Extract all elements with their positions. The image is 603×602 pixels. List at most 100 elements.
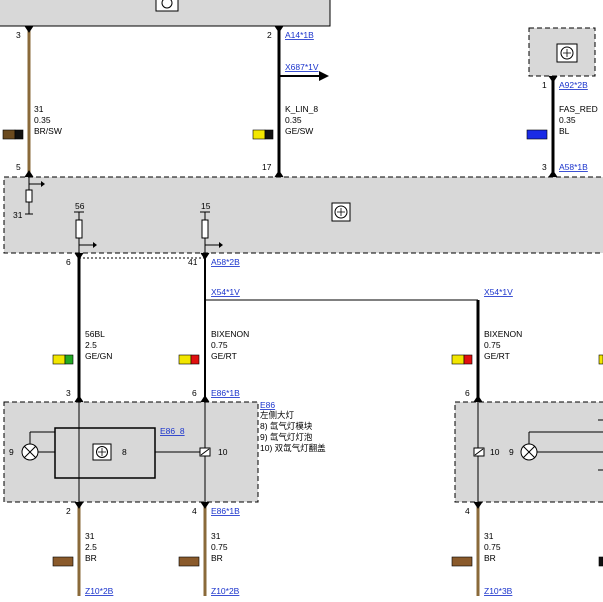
wire-color-swatch	[52, 354, 66, 365]
wire-color-swatch	[252, 129, 266, 140]
wire-label-line: GE/RT	[484, 351, 510, 361]
pin-number: 17	[262, 162, 272, 172]
pin-number: 6	[66, 257, 71, 267]
link-z10-2b-b[interactable]: Z10*2B	[211, 586, 240, 596]
module-label-56: 56	[75, 201, 85, 211]
wire-label-line: BL	[559, 126, 570, 136]
wire-label-line: FAS_RED	[559, 104, 598, 114]
arrow-icon	[319, 71, 329, 81]
link-a92[interactable]: A92*2B	[559, 80, 588, 90]
pin-number: 9	[509, 447, 514, 457]
legend-item: 8) 氙气灯模块	[260, 421, 313, 431]
wire-label-line: BR	[211, 553, 223, 563]
wire-label-gnd-3: 31 0.75 BR	[451, 531, 603, 567]
module-label-31: 31	[13, 210, 23, 220]
link-x54-right[interactable]: X54*1V	[484, 287, 513, 297]
pin-number: 3	[66, 388, 71, 398]
link-a14[interactable]: A14*1B	[285, 30, 314, 40]
wire-label-line: 56BL	[85, 329, 105, 339]
wire-label-gnd-1: 31 2.5 BR	[52, 531, 97, 567]
link-x54-left[interactable]: X54*1V	[211, 287, 240, 297]
e86-legend: 左侧大灯 8) 氙气灯模块 9) 氙气灯灯泡 10) 双氙气灯翻盖	[260, 410, 326, 453]
link-e86-8[interactable]: E86_8	[160, 426, 185, 436]
legend-item: 10) 双氙气灯翻盖	[260, 443, 326, 453]
wire-label-bixenon-left: BIXENON 0.75 GE/RT	[178, 329, 249, 365]
wire-label-line: BR	[85, 553, 97, 563]
wire-color-swatch	[178, 556, 200, 567]
wire-label-line: 2.5	[85, 340, 97, 350]
link-e86-1b-top[interactable]: E86*1B	[211, 388, 240, 398]
resistor-15: 15	[200, 201, 223, 253]
wire-label-line: 0.75	[484, 542, 501, 552]
pin-number: 6	[465, 388, 470, 398]
wire-label-line: K_LIN_8	[285, 104, 318, 114]
module-e86-right	[454, 401, 603, 503]
pin-number: 41	[188, 257, 198, 267]
control-unit-icon	[155, 0, 179, 12]
resistor-56: 56	[74, 201, 97, 253]
ground-symbol: 31	[13, 177, 45, 220]
wire-label-fas-red: FAS_RED 0.35 BL	[526, 104, 598, 140]
wire-label-line: BIXENON	[211, 329, 249, 339]
wire-label-line: GE/GN	[85, 351, 112, 361]
pin-number: 4	[192, 506, 197, 516]
module-a58: 31 56 15	[3, 176, 603, 254]
bulb-icon	[520, 431, 603, 461]
link-e86-1b-bot[interactable]: E86*1B	[211, 506, 240, 516]
link-z10-3b[interactable]: Z10*3B	[484, 586, 513, 596]
wire-color-swatch	[52, 556, 74, 567]
wire-label-line: 31	[211, 531, 221, 541]
legend-title: 左侧大灯	[260, 410, 295, 420]
wire-label-line: 0.35	[559, 115, 576, 125]
link-a58-2b[interactable]: A58*2B	[211, 257, 240, 267]
wire-label-31-top: 31 0.35 BR/SW	[2, 104, 62, 140]
control-unit-icon	[92, 443, 112, 461]
pin-markers	[24, 25, 558, 509]
wire-label-line: GE/RT	[211, 351, 237, 361]
pin-number: 4	[465, 506, 470, 516]
pin-number: 3	[542, 162, 547, 172]
link-z10-2b-a[interactable]: Z10*2B	[85, 586, 114, 596]
pin-number: 6	[192, 388, 197, 398]
pin-number: 2	[267, 30, 272, 40]
link-e86[interactable]: E86	[260, 400, 275, 410]
wire-label-line: 31	[484, 531, 494, 541]
wire-label-line: 31	[85, 531, 95, 541]
pin-number: 1	[542, 80, 547, 90]
wire-label-line: 0.75	[211, 340, 228, 350]
module-label-15: 15	[201, 201, 211, 211]
wire-label-line: BIXENON	[484, 329, 522, 339]
bulb-icon	[21, 431, 55, 461]
pin-number: 10	[218, 447, 228, 457]
top-module	[0, 0, 331, 27]
module-e86-left	[3, 401, 259, 503]
wire-color-swatch	[178, 354, 192, 365]
wire-label-line: GE/SW	[285, 126, 313, 136]
wire-label-line: BR	[484, 553, 496, 563]
wire-label-gnd-2: 31 0.75 BR	[178, 531, 228, 567]
wire-label-k-lin: K_LIN_8 0.35 GE/SW	[252, 104, 318, 140]
wire-color-swatch	[526, 129, 548, 140]
link-a58-1b[interactable]: A58*1B	[559, 162, 588, 172]
wire-label-line: 2.5	[85, 542, 97, 552]
module-a92	[528, 27, 596, 77]
control-unit-icon	[331, 202, 351, 222]
wire-color-swatch	[451, 354, 465, 365]
pin-number: 10	[490, 447, 500, 457]
wire-label-line: 0.75	[211, 542, 228, 552]
pin-number: 8	[122, 447, 127, 457]
wire-label-56bl: 56BL 2.5 GE/GN	[52, 329, 112, 365]
wire-label-line: 0.35	[34, 115, 51, 125]
legend-item: 9) 氙气灯灯泡	[260, 432, 313, 442]
wire-label-line: 31	[34, 104, 44, 114]
control-unit-icon	[556, 43, 578, 63]
wire-label-line: 0.35	[285, 115, 302, 125]
wire-color-swatch	[2, 129, 16, 140]
pin-number: 5	[16, 162, 21, 172]
wire-color-swatch	[451, 556, 473, 567]
wire-label-line: 0.75	[484, 340, 501, 350]
wire-label-bixenon-right: BIXENON 0.75 GE/RT	[451, 329, 603, 365]
pin-number: 9	[9, 447, 14, 457]
link-x687[interactable]: X687*1V	[285, 62, 319, 72]
